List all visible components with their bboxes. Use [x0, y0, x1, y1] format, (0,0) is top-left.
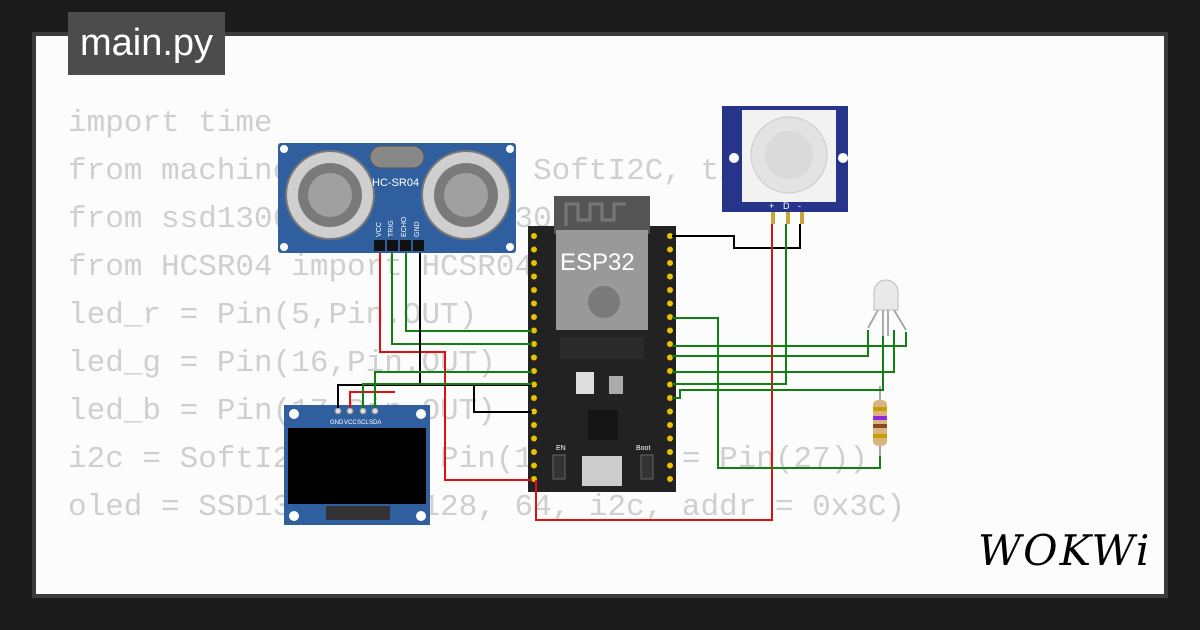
esp32-pin[interactable] — [667, 246, 673, 253]
esp32-pin[interactable] — [531, 395, 537, 401]
wire-oled-scl — [362, 383, 532, 408]
wire-trig — [391, 253, 532, 345]
esp32-pin[interactable] — [667, 287, 673, 293]
code-line: from HCSR04 import HCSR04 — [68, 250, 534, 285]
esp32-pin[interactable] — [531, 354, 537, 361]
code-line: import time — [68, 106, 273, 141]
pin-label: ECHO — [401, 216, 408, 237]
wire-led-b — [672, 330, 895, 373]
code-line: led_b = Pin(17,Pin.OUT) — [68, 394, 496, 429]
esp32-pin[interactable] — [667, 381, 673, 388]
code-line: led_r = Pin(5,Pin.OUT) — [68, 298, 478, 333]
wires — [337, 224, 907, 521]
wire-pir-gnd — [672, 224, 801, 249]
en-label: EN — [556, 445, 566, 452]
esp32-pin[interactable] — [531, 300, 537, 307]
esp32-pin[interactable] — [531, 381, 537, 388]
wire-led-cathode — [672, 336, 884, 399]
pin-label: GND — [414, 221, 421, 237]
wokwi-logo: WOKWi — [978, 526, 1152, 575]
esp32-pin[interactable] — [667, 354, 673, 361]
pin-label: VCC — [344, 420, 357, 426]
esp32-pin-header-right — [667, 233, 673, 482]
hc-sr04-sensor[interactable]: HC-SR04 VCC TRIG ECHO GND — [278, 143, 516, 253]
wire-resistor — [672, 317, 881, 469]
esp32-pin[interactable] — [531, 368, 537, 374]
boot-label: Boot — [636, 445, 650, 452]
esp32-pin[interactable] — [531, 246, 537, 253]
pin-label: VCC — [376, 222, 383, 237]
pin-label: GND — [330, 420, 344, 426]
esp32-pin[interactable] — [667, 395, 673, 401]
esp32-pin[interactable] — [667, 449, 673, 455]
esp32-pin[interactable] — [667, 327, 673, 334]
wire-led-g — [672, 332, 907, 347]
esp32-pin[interactable] — [531, 408, 537, 415]
esp32-pin[interactable] — [531, 260, 537, 266]
esp32-label: ESP32 — [560, 249, 635, 276]
pin-label: + — [769, 201, 774, 211]
esp32-pin[interactable] — [667, 233, 673, 239]
code-line: led_g = Pin(16,Pin.OUT) — [68, 346, 496, 381]
esp32-pin[interactable] — [667, 300, 673, 307]
wire-vcc — [379, 253, 532, 481]
resistor[interactable] — [873, 386, 887, 456]
esp32-pin[interactable] — [531, 327, 537, 334]
esp32-pin[interactable] — [531, 462, 537, 469]
esp32-pin[interactable] — [667, 422, 673, 428]
wire-oled-sda — [374, 371, 532, 408]
esp32-pin[interactable] — [667, 341, 673, 347]
esp32-pin[interactable] — [667, 314, 673, 320]
wire-oled-vcc — [349, 391, 395, 408]
sensor-label: HC-SR04 — [372, 177, 419, 189]
esp32-pin[interactable] — [531, 422, 537, 428]
wire-echo — [405, 253, 532, 332]
wire-pir-out — [672, 224, 787, 385]
esp32-pin[interactable] — [531, 435, 537, 442]
esp32-pin[interactable] — [531, 341, 537, 347]
wire-led-r — [672, 330, 869, 357]
esp32-pin[interactable] — [531, 449, 537, 455]
pin-label: SCL — [357, 420, 369, 426]
esp32-pin[interactable] — [667, 462, 673, 469]
oled-display[interactable]: GND VCC SCL SDA — [284, 405, 430, 525]
esp32-pin[interactable] — [667, 408, 673, 415]
esp32-pin[interactable] — [667, 368, 673, 374]
esp32-pin[interactable] — [531, 287, 537, 293]
esp32-board[interactable]: ESP32 EN Boot — [528, 196, 676, 492]
file-tab[interactable]: main.py — [68, 12, 226, 75]
wire-oled-gnd — [337, 384, 532, 408]
esp32-pin[interactable] — [667, 273, 673, 280]
pin-label: TRIG — [388, 220, 395, 237]
esp32-pin[interactable] — [667, 260, 673, 266]
pin-label: D — [783, 201, 790, 211]
wire-gnd — [419, 253, 532, 413]
esp32-pin[interactable] — [667, 476, 673, 482]
esp32-pin[interactable] — [531, 233, 537, 239]
rgb-led[interactable] — [867, 279, 907, 336]
pin-label: SDA — [369, 420, 381, 426]
esp32-pin[interactable] — [667, 435, 673, 442]
esp32-pin[interactable] — [531, 314, 537, 320]
esp32-pin[interactable] — [531, 273, 537, 280]
pir-sensor[interactable]: + D - — [722, 106, 848, 224]
pin-label: - — [798, 201, 801, 211]
